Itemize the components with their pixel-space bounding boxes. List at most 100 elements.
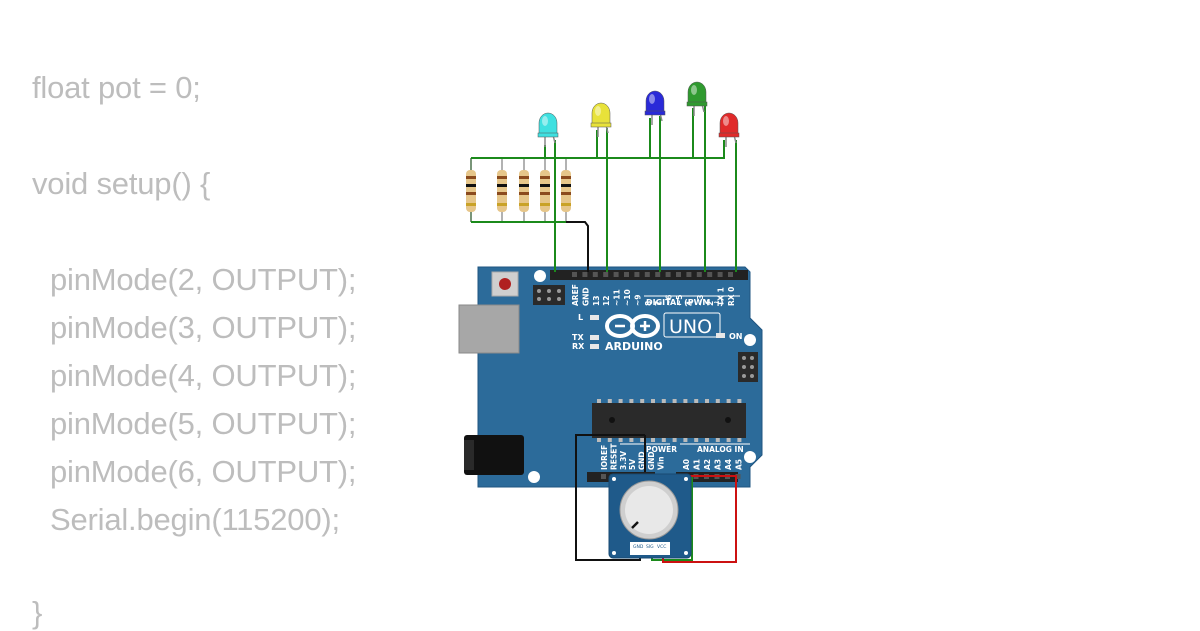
led-tx [590,335,599,340]
code-line-7: pinMode(6, OUTPUT); [50,454,357,489]
power-pin-label: RESET [609,443,618,470]
led-cyan[interactable] [537,112,559,147]
mounting-hole [534,270,546,282]
led-group [537,81,740,147]
power-pin-label: IOREF [600,445,609,470]
digital-pin-socket[interactable] [655,272,661,277]
digital-pin-label: GND [581,287,590,306]
analog-pin-socket[interactable] [735,474,741,479]
on-label: ON [729,332,743,341]
digital-label: DIGITAL (PWM ~) [646,298,724,307]
mounting-hole [528,471,540,483]
led-green[interactable] [686,81,708,116]
code-line-5: pinMode(4, OUTPUT); [50,358,357,393]
pot-pin-sig: SIG [646,544,654,550]
power-jack [464,435,524,475]
digital-pin-socket[interactable] [665,272,671,277]
code-line-3: pinMode(2, OUTPUT); [50,262,357,297]
led-on [716,333,725,338]
icsp-header-right [738,352,758,382]
digital-pin-socket[interactable] [592,272,598,277]
led-yellow[interactable] [590,102,612,137]
icsp-header [533,285,565,305]
potentiometer[interactable]: GND SIG VCC [608,473,692,559]
analog-pin-label: A1 [693,459,702,470]
usb-port [458,304,520,354]
digital-pin-label: ~11 [613,289,622,306]
wire-gnd[interactable] [471,221,589,272]
pot-pin-gnd: GND [633,544,644,550]
reset-button-cap [499,278,511,290]
power-pin-label: Vin [656,456,665,470]
digital-pin-label: AREF [571,284,580,306]
resistor[interactable] [561,158,571,222]
arduino-logo-icon [605,314,660,338]
pot-pin-vcc: VCC [657,544,666,550]
analog-pin-label: A5 [735,459,744,470]
knob-indicator [631,521,639,529]
mounting-hole [744,334,756,346]
code-line-9: } [32,595,43,630]
power-label: POWER [646,445,677,454]
digital-pin-socket[interactable] [644,272,650,277]
board-model: UNO [669,316,712,338]
code-line-8: Serial.begin(115200); [50,502,340,537]
analog-pin-label: A3 [714,459,723,470]
rx-label: RX [572,342,585,351]
digital-pin-label: 4 [685,301,694,306]
digital-pin-socket[interactable] [572,272,577,277]
digital-pin-label: 8 [644,301,653,306]
resistor-bank [466,158,571,222]
resistor[interactable] [540,158,550,222]
code-line-6: pinMode(5, OUTPUT); [50,406,357,441]
code-line-2: void setup() { [32,166,211,201]
analog-pin-label: A2 [703,459,712,470]
digital-pin-socket[interactable] [603,272,609,277]
code-line-4: pinMode(3, OUTPUT); [50,310,357,345]
led-l-label: L [578,313,583,322]
digital-pin-socket[interactable] [728,272,733,277]
digital-pin-label: ~3 [696,294,705,306]
digital-pin-label: ~9 [633,294,642,306]
power-pin-socket[interactable] [601,474,606,479]
digital-pin-label: 2 [706,301,715,306]
power-pin-label: 3.3V [619,451,628,470]
code-editor-preview: float pot = 0; void setup() { pinMode(2,… [0,0,430,630]
led-red[interactable] [718,112,740,147]
digital-pin-socket[interactable] [613,272,619,277]
resistor[interactable] [519,158,529,222]
power-pin-label: GND [638,451,647,470]
digital-pin-label: ~10 [623,289,632,306]
digital-pin-label: TX 1 [717,287,726,306]
digital-pin-socket[interactable] [634,272,640,277]
mounting-hole [744,451,756,463]
digital-pin-socket[interactable] [707,272,713,277]
arduino-logo-text: ARDUINO [605,340,663,353]
digital-pin-socket[interactable] [676,272,681,277]
digital-pin-label: 7 [654,301,663,306]
digital-pin-socket[interactable] [624,272,629,277]
digital-pin-socket[interactable] [696,272,702,277]
power-pin-label: 5V [628,459,637,470]
code-line-1: float pot = 0; [32,70,201,105]
microcontroller-chip [592,399,746,442]
analog-pin-label: A0 [682,459,691,470]
analog-pin-label: A4 [724,459,733,470]
led-rx [590,344,599,349]
resistor[interactable] [466,158,476,222]
tx-label: TX [572,333,584,342]
analog-label: ANALOG IN [697,445,744,454]
digital-pin-socket[interactable] [686,272,692,277]
digital-pin-socket[interactable] [582,272,588,277]
digital-pin-label: 12 [602,296,611,306]
led-blue[interactable] [644,90,666,125]
digital-pin-label: 13 [592,296,601,306]
digital-pin-label: ~6 [665,294,674,306]
power-pin-label: GND [647,451,656,470]
digital-pin-label: ~5 [675,294,684,306]
led-l [590,315,599,320]
resistor[interactable] [497,158,507,222]
digital-pin-socket[interactable] [717,272,723,277]
